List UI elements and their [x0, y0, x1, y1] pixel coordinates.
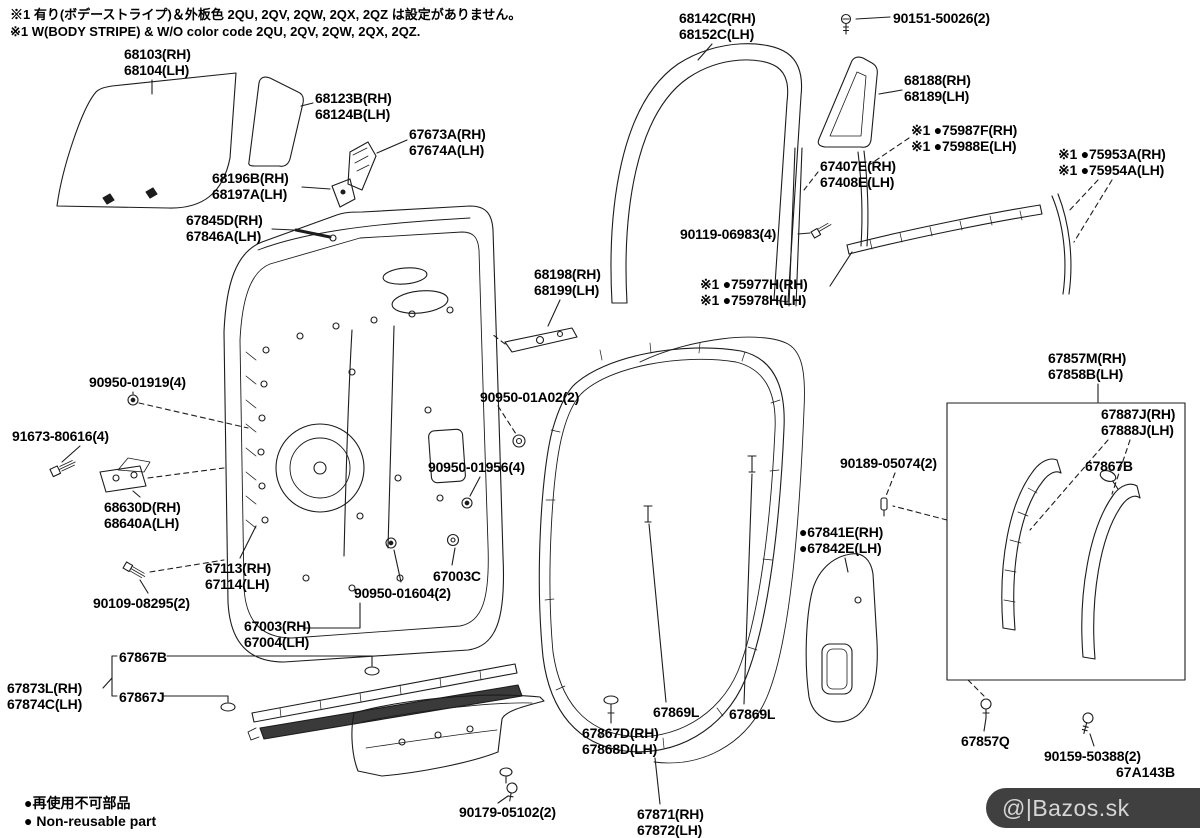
watermark-text: @|Bazos.sk	[1002, 794, 1130, 821]
part-label-67871: 67871(RH)67872(LH)	[637, 806, 704, 838]
bolt-90109-icon	[122, 561, 146, 579]
glass-channel-bracket	[347, 139, 408, 191]
detail-box	[892, 383, 1186, 697]
part-label-90119: 90119-06983(4)	[680, 226, 777, 242]
part-label-90950-01A02: 90950-01A02(2)	[480, 389, 580, 405]
part-label-75953A: ※1 ●75953A(RH)※1 ●75954A(LH)	[1058, 146, 1166, 178]
part-label-68103: 68103(RH)68104(LH)	[124, 46, 191, 78]
bolt-90119-icon	[810, 222, 832, 239]
door-inner-panel	[223, 205, 505, 663]
part-label-90151: 90151-50026(2)	[893, 10, 990, 26]
part-label-67867B-right: 67867B	[1085, 458, 1133, 474]
part-label-67867B-left: 67867B	[119, 649, 167, 665]
diagram-code: 67A143B	[1116, 764, 1176, 780]
grommet-90950-01604-icon	[385, 537, 397, 549]
belt-moulding-front	[247, 663, 523, 741]
part-label-90950-01956: 90950-01956(4)	[428, 459, 525, 475]
part-label-90189: 90189-05074(2)	[840, 455, 937, 471]
part-label-67857Q: 67857Q	[961, 733, 1010, 749]
legend-jp: ●再使用不可部品	[24, 795, 131, 811]
weatherstrip-clip-right	[747, 455, 757, 473]
part-label-68198: 68198(RH)68199(LH)	[534, 266, 601, 298]
rocker-panel-piece	[351, 694, 545, 804]
door-check-rod	[271, 228, 337, 242]
screw-90151-icon	[840, 13, 852, 35]
part-label-67867J: 67867J	[119, 689, 165, 705]
grommet-90950-01919-icon	[127, 394, 139, 406]
part-label-67673A: 67673A(RH)67674A(LH)	[409, 126, 486, 158]
grommet-90950-01956-icon	[461, 497, 473, 509]
part-label-68123B: 68123B(RH)68124B(LH)	[315, 90, 392, 122]
part-label-67887J: 67887J(RH)67888J(LH)	[1101, 406, 1176, 438]
part-label-67845D: 67845D(RH)67846A(LH)	[186, 212, 263, 244]
nut-90179-icon	[506, 782, 518, 802]
part-label-67841E: ●67841E(RH)●67842E(LH)	[799, 524, 884, 556]
part-label-67869L-a: 67869L	[653, 704, 700, 720]
part-label-67869L-b: 67869L	[729, 706, 776, 722]
quarter-glass	[248, 76, 314, 167]
part-label-68188: 68188(RH)68189(LH)	[904, 72, 971, 104]
quarter-window-frame	[817, 56, 903, 148]
glass-run-channel	[610, 43, 803, 304]
door-hinge	[99, 457, 225, 498]
glass-guide-bracket	[301, 178, 356, 208]
clip-67867D-icon	[603, 695, 619, 714]
weatherstrip-clip-left	[643, 505, 653, 523]
door-weatherstrip	[538, 336, 805, 764]
note-en: ※1 W(BODY STRIPE) & W/O color code 2QU, …	[10, 24, 421, 39]
quarter-moulding-strip	[1051, 179, 1113, 295]
note-jp: ※1 有り(ボデーストライプ)＆外板色 2QU, 2QV, 2QW, 2QX, …	[10, 7, 522, 22]
door-glass	[56, 72, 237, 209]
part-label-68142C: 68142C(RH)68152C(LH)	[679, 10, 756, 42]
moulding-clips	[102, 655, 380, 712]
part-label-75977H: ※1 ●75977H(RH)※1 ●75978H(LH)	[700, 276, 808, 308]
legend: ●再使用不可部品 ● Non-reusable part	[24, 794, 156, 830]
header-notes: ※1 有り(ボデーストライプ)＆外板色 2QU, 2QV, 2QW, 2QX, …	[10, 6, 521, 40]
part-label-67867D: 67867D(RH)67868D(LH)	[582, 725, 659, 757]
part-label-67857M: 67857M(RH)67858B(LH)	[1048, 350, 1127, 382]
bolt-91673-icon	[49, 460, 76, 478]
belt-moulding-rear	[829, 204, 1043, 287]
part-label-67113: 67113(RH)67114(LH)	[205, 560, 271, 592]
part-label-90159: 90159-50388(2)	[1044, 748, 1141, 764]
part-label-90179: 90179-05102(2)	[459, 804, 556, 820]
watermark-badge: @|Bazos.sk	[986, 788, 1200, 828]
quarter-seal	[805, 553, 878, 723]
part-label-67003C: 67003C	[433, 568, 481, 584]
part-label-67407E: 67407E(RH)67408E(LH)	[820, 158, 896, 190]
door-frame-bracket	[491, 299, 578, 353]
clip-rocker-icon	[499, 767, 513, 784]
part-label-75987F: ※1 ●75987F(RH)※1 ●75988E(LH)	[911, 122, 1018, 154]
legend-en: ● Non-reusable part	[24, 813, 157, 829]
part-label-90950-01919: 90950-01919(4)	[89, 374, 186, 390]
part-label-67873L: 67873L(RH)67874C(LH)	[7, 680, 83, 712]
clip-90189-icon	[880, 497, 888, 517]
part-label-68196B: 68196B(RH)68197A(LH)	[212, 170, 289, 202]
part-label-90109: 90109-08295(2)	[93, 595, 190, 611]
part-label-91673: 91673-80616(4)	[12, 428, 109, 444]
grommet-67003C-icon	[446, 533, 460, 547]
screw-90159-icon	[1081, 712, 1094, 735]
grommet-90950-01A02-icon	[512, 434, 526, 448]
division-bar	[788, 137, 910, 307]
part-label-67003: 67003(RH)67004(LH)	[244, 618, 311, 650]
clip-67857Q-icon	[980, 698, 992, 719]
part-label-68630D: 68630D(RH)68640A(LH)	[104, 499, 181, 531]
part-label-90950-01604: 90950-01604(2)	[354, 585, 451, 601]
